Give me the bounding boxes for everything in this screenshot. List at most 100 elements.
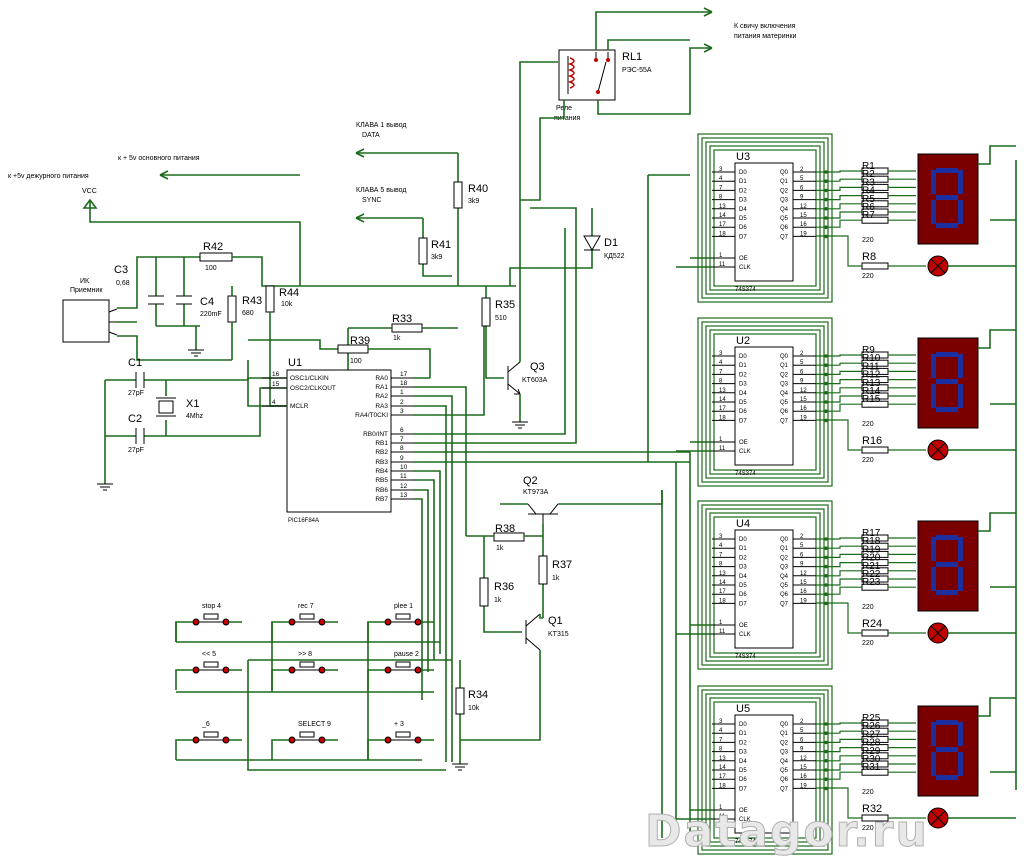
seg-resistor-ref: R29	[862, 746, 881, 757]
display-wire	[978, 145, 1016, 221]
key-plunger	[395, 613, 411, 620]
key-button[interactable]: rec 7	[271, 603, 338, 642]
r37-val: 1k	[552, 575, 560, 582]
latch-pin-name: D4	[739, 759, 747, 765]
latch-pin-number: 16	[800, 406, 807, 412]
key-button[interactable]: plee 1	[367, 603, 434, 642]
seg-wire	[816, 722, 862, 725]
vcc-arrow-icon	[82, 198, 98, 209]
key-terminal	[384, 618, 392, 626]
key-button[interactable]: stop 4	[175, 603, 242, 642]
key-button-label: pause 2	[394, 651, 419, 658]
segment	[936, 590, 958, 595]
key-button-label: << 5	[202, 651, 216, 658]
latch-pin-number: 6	[800, 185, 804, 191]
latch-pin-number: 3	[719, 719, 723, 725]
latch-pin-name: D1	[739, 546, 747, 552]
latch-pin-name: D2	[739, 555, 747, 561]
seg-resistor-val: 220	[862, 421, 874, 428]
r36-val: 1k	[494, 597, 502, 604]
latch-ctl-wire	[676, 441, 712, 452]
latch-pin-name: CLK	[739, 632, 751, 638]
latch-pin-number: 9	[800, 747, 804, 753]
key-wire	[175, 739, 242, 760]
latch-ref: U2	[736, 335, 750, 347]
lamp-resistor-ref: R16	[862, 435, 882, 447]
seg-resistor-ref: R23	[862, 577, 881, 588]
q1-ref: Q1	[548, 615, 563, 627]
seg-wire	[816, 771, 862, 780]
r38-val: 1k	[496, 545, 504, 552]
seg-resistor-ref: R31	[862, 762, 881, 773]
latch-pin-number: 12	[800, 571, 807, 577]
latch-ref: U5	[736, 703, 750, 715]
latch-pin-name: CLK	[739, 817, 751, 823]
q2-transistor	[527, 503, 559, 524]
segment	[936, 747, 958, 752]
latch-pin-name: D5	[739, 216, 747, 222]
r41-val: 3k9	[431, 254, 442, 261]
latch-pin-number: 6	[800, 737, 804, 743]
latch-pin-number: 11	[719, 629, 726, 635]
segment	[958, 567, 963, 591]
rl1-relay	[558, 49, 616, 101]
seg-wire	[816, 219, 862, 228]
key-button[interactable]: pause 2	[367, 651, 434, 690]
seg-wire	[816, 170, 862, 173]
key-button[interactable]: + 3	[367, 721, 434, 760]
ir-label: ИК	[80, 278, 90, 285]
c4-val: 220mF	[200, 311, 222, 318]
segment	[931, 354, 936, 378]
latch-pin-name: Q7	[780, 234, 789, 240]
key-terminal	[192, 736, 200, 744]
r44-val: 10k	[281, 301, 293, 308]
seg-resistor-ref: R13	[862, 378, 881, 389]
key-button[interactable]: _6	[175, 721, 242, 760]
r35-ref: R35	[495, 299, 515, 311]
key-plunger	[299, 613, 315, 620]
latch-pin-name: D7	[739, 601, 747, 607]
x1-ref: X1	[186, 398, 199, 410]
key-terminal	[318, 666, 326, 674]
key-terminal	[222, 736, 230, 744]
key-button[interactable]: SELECT 9	[271, 721, 338, 760]
latch-pin-number: 9	[800, 195, 804, 201]
latch-pin-name: D4	[739, 391, 747, 397]
segment	[931, 537, 936, 561]
latch-pin-number: 17	[719, 406, 726, 412]
r34-val: 10k	[468, 705, 480, 712]
seg-resistor-ref: R17	[862, 528, 881, 539]
switch-note-2: питания материнки	[734, 33, 797, 40]
seg-resistor-ref: R2	[862, 169, 875, 180]
latch-pin-number: 8	[719, 747, 723, 753]
latch-pin-name: Q3	[780, 565, 789, 571]
key-button[interactable]: << 5	[175, 651, 242, 690]
latch-pin-name: Q5	[780, 400, 789, 406]
lamp-wire	[816, 787, 926, 819]
q3-val: KT603A	[522, 377, 548, 384]
seg-wire	[816, 195, 862, 201]
latch-pin-number: 19	[800, 783, 807, 789]
latch-part: 74S374	[735, 654, 756, 660]
x1-val: 4Mhz	[186, 413, 204, 420]
latch-pin-number: 19	[800, 598, 807, 604]
seg-resistor-ref: R20	[862, 553, 881, 564]
latch-chip	[734, 529, 794, 649]
latch-pin-number: 18	[719, 783, 726, 789]
x1-crystal	[158, 400, 174, 414]
latch-pin-number: 1	[719, 805, 723, 811]
latch-pin-name: D0	[739, 722, 747, 728]
latch-pin-number: 5	[800, 543, 804, 549]
r43-val: 680	[242, 310, 254, 317]
key-button[interactable]: >> 8	[271, 651, 338, 690]
lamp-resistor-val: 220	[862, 825, 874, 832]
r40-ref: R40	[468, 183, 488, 195]
latch-pin-number: 9	[800, 562, 804, 568]
key-button-label: plee 1	[394, 603, 413, 610]
lamp-resistor-val: 220	[862, 640, 874, 647]
seg-resistor-ref: R25	[862, 713, 881, 724]
u1-pin-name: OSC2/CLKOUT	[290, 385, 336, 392]
r35-val: 510	[495, 315, 507, 322]
